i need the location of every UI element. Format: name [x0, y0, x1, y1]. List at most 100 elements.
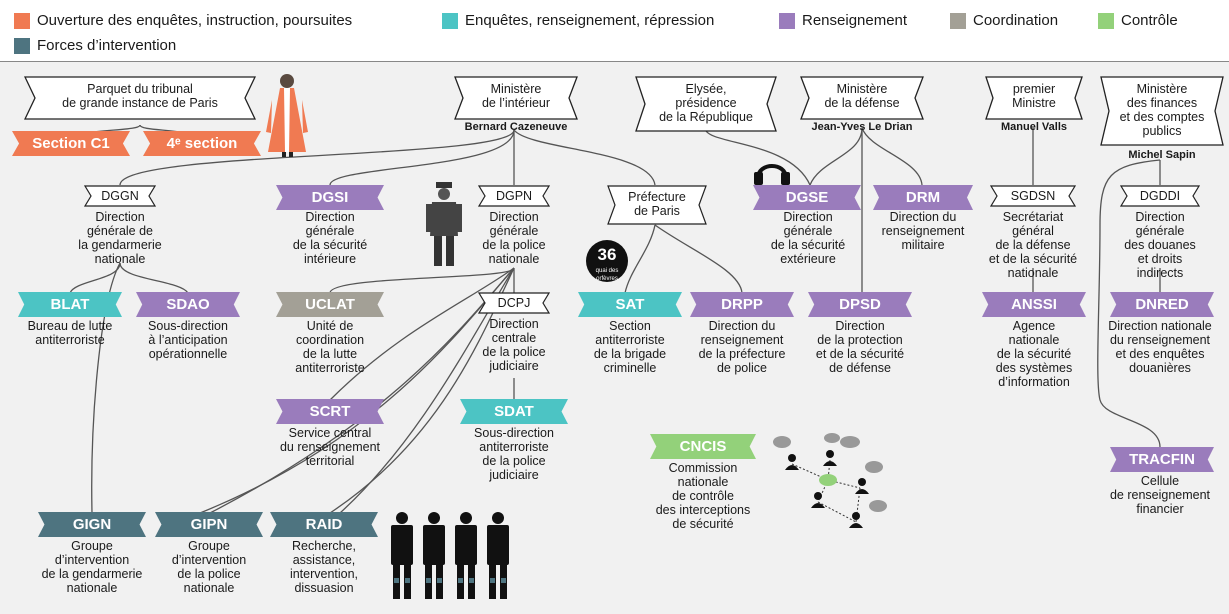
desc-line: Direction — [783, 210, 833, 224]
legend-item-teal: Enquêtes, renseignement, répression — [442, 12, 714, 29]
head-line: de grande instance de Paris — [62, 96, 218, 110]
desc-line: Service central — [288, 426, 372, 440]
desc-line: nationale — [94, 252, 146, 266]
dir-dgsi-desc: Direction générale de la sécurité intéri… — [260, 210, 400, 266]
desc-line: renseignement — [700, 333, 784, 347]
desc-line: territorial — [305, 454, 355, 468]
desc-line: Direction — [835, 319, 885, 333]
desc-line: militaire — [901, 238, 945, 252]
head-line: Ministère — [490, 82, 542, 96]
svc-sdao-desc: Sous-direction à l’anticipation opératio… — [128, 319, 248, 361]
desc-line: de la police — [482, 454, 546, 468]
desc-line: et des enquêtes — [1115, 347, 1205, 361]
dir-dgpn-desc: Direction générale de la police national… — [444, 210, 584, 266]
svc-cncis-desc: Commission nationale de contrôle des int… — [628, 461, 778, 531]
desc-line: centrale — [491, 331, 537, 345]
desc-line: de contrôle — [672, 489, 734, 503]
tag-section-4: 4ᵉ section — [143, 131, 261, 156]
svc-tracfin-desc: Cellule de renseignement financier — [1095, 474, 1225, 516]
tag-dnred: DNRED — [1110, 292, 1214, 317]
legend-swatch — [14, 12, 30, 29]
head-line: des finances — [1126, 96, 1198, 110]
svc-dnred-desc: Direction nationale du renseignement et … — [1095, 319, 1225, 375]
minister-interieur: Bernard Cazeneuve — [464, 121, 568, 133]
tag-section-c1: Section C1 — [12, 131, 130, 156]
dir-abbr: DGDDI — [1139, 189, 1181, 203]
desc-line: Agence — [1012, 319, 1056, 333]
desc-line: Direction — [489, 210, 539, 224]
arrow-frame — [990, 185, 1076, 207]
desc-line: douanières — [1129, 361, 1191, 375]
desc-line: Direction nationale — [1108, 319, 1212, 333]
desc-line: générale — [489, 224, 539, 238]
desc-line: du renseignement — [1109, 333, 1211, 347]
desc-line: générale de — [86, 224, 154, 238]
badge-number: 36 — [597, 245, 617, 264]
legend-label: Coordination — [973, 12, 1059, 29]
badge-text: quai des orfèvres — [595, 268, 619, 282]
dir-abbr: DCPJ — [497, 296, 531, 310]
desc-line: Recherche, — [292, 539, 356, 553]
desc-line: Direction — [95, 210, 145, 224]
desc-line: de renseignement — [1109, 488, 1211, 502]
tag-raid: RAID — [270, 512, 378, 537]
minister-premier: Manuel Valls — [1000, 121, 1068, 133]
legend-label: Enquêtes, renseignement, répression — [465, 12, 715, 29]
arrow-frame — [478, 185, 550, 207]
tag-drpp: DRPP — [690, 292, 794, 317]
tag-dpsd: DPSD — [808, 292, 912, 317]
arrow-frame — [24, 76, 256, 120]
svc-sdat-desc: Sous-direction antiterroriste de la poli… — [446, 426, 582, 482]
head-defense: Ministère de la défense — [800, 76, 924, 120]
desc-line: la gendarmerie — [78, 238, 162, 252]
arrow-frame — [635, 76, 777, 132]
dir-dggn: DGGN — [84, 185, 156, 207]
svc-anssi-desc: Agence nationale de la sécurité des syst… — [969, 319, 1099, 389]
dir-abbr: DGGN — [101, 189, 139, 203]
legend-swatch — [442, 12, 458, 29]
desc-line: Direction du — [708, 319, 776, 333]
desc-line: de la protection — [817, 333, 903, 347]
head-line: publics — [1142, 124, 1182, 138]
desc-line: Bureau de lutte — [27, 319, 113, 333]
desc-line: d’intervention — [171, 553, 247, 567]
svc-sat-desc: Section antiterroriste de la brigade cri… — [570, 319, 690, 375]
intervention-squad-icon — [391, 512, 509, 599]
arrow-frame — [985, 76, 1083, 120]
desc-line: général — [1012, 224, 1054, 238]
desc-line: assistance, — [292, 553, 356, 567]
tag-sdat: SDAT — [460, 399, 568, 424]
desc-line: Sous-direction — [474, 426, 554, 440]
svc-gign-desc: Groupe d’intervention de la gendarmerie … — [24, 539, 160, 595]
dir-sgdsn: SGDSN — [990, 185, 1076, 207]
desc-line: à l’anticipation — [148, 333, 228, 347]
headphones-icon — [754, 164, 790, 185]
desc-line: de la préfecture — [698, 347, 786, 361]
minister-defense: Jean-Yves Le Drian — [811, 121, 913, 133]
head-elysee: Elysée, présidence de la République — [635, 76, 777, 132]
desc-line: des systèmes — [995, 361, 1073, 375]
desc-line: judiciaire — [489, 359, 539, 373]
network-icon — [773, 433, 887, 528]
legend-swatch — [779, 12, 795, 29]
desc-line: nationale — [677, 475, 729, 489]
legend-label: Ouverture des enquêtes, instruction, pou… — [37, 12, 353, 29]
dir-sgdsn-desc: Secrétariat général de la défense et de … — [968, 210, 1098, 280]
desc-line: nationale — [488, 252, 540, 266]
desc-line: des interceptions — [655, 503, 751, 517]
legend-swatch — [950, 12, 966, 29]
desc-line: de défense — [829, 361, 891, 375]
legend: Ouverture des enquêtes, instruction, pou… — [0, 0, 1229, 62]
arrow-frame — [84, 185, 156, 207]
desc-line: générale — [1135, 224, 1185, 238]
desc-line: et de la sécurité — [815, 347, 905, 361]
legend-swatch — [14, 37, 30, 54]
desc-line: du renseignement — [279, 440, 381, 454]
head-line: et des comptes — [1119, 110, 1205, 124]
desc-line: coordination — [295, 333, 365, 347]
police-officer-icon — [426, 182, 462, 266]
head-line: de la République — [659, 110, 753, 124]
head-line: présidence — [675, 96, 737, 110]
desc-line: de la sécurité — [292, 238, 368, 252]
legend-item-slate: Forces d’intervention — [14, 37, 176, 54]
